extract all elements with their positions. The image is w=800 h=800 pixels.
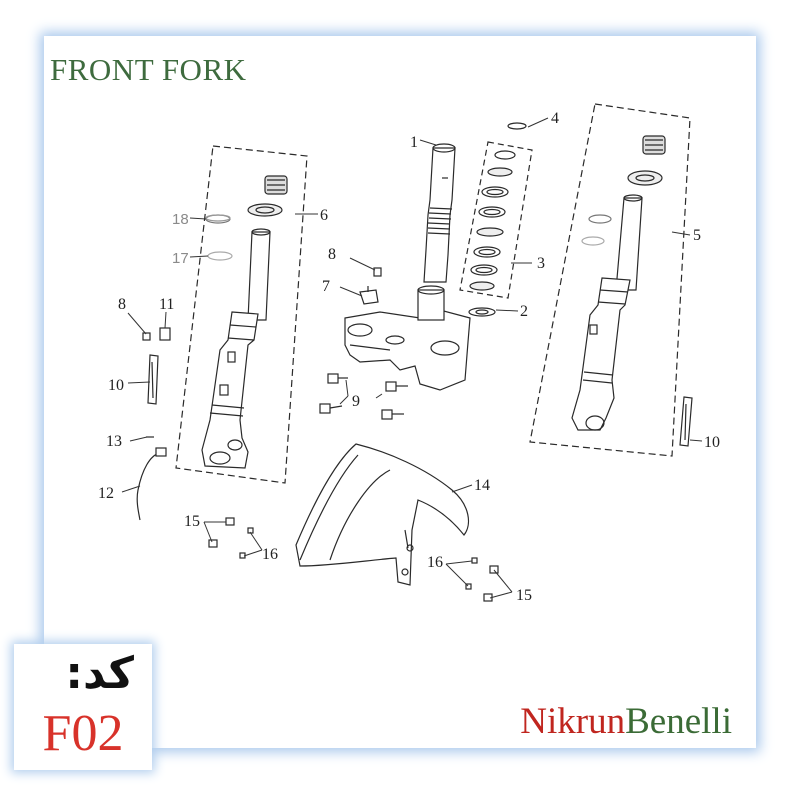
callout-13: 13 <box>106 433 122 450</box>
right-fork-seal <box>627 170 663 186</box>
right-ring-17 <box>581 236 605 246</box>
callout-15-left: 15 <box>184 513 200 530</box>
part-12-cable <box>136 447 167 521</box>
diagram-frame <box>44 36 756 748</box>
callout-8-left: 8 <box>118 296 126 313</box>
left-inner-tube <box>247 231 271 321</box>
steering-stem <box>423 143 456 283</box>
callout-10-right: 10 <box>704 434 720 451</box>
brand-part-2: Benelli <box>625 701 732 742</box>
page-title: FRONT FORK <box>50 52 247 87</box>
callout-3: 3 <box>537 255 545 272</box>
part-4-pin <box>507 122 527 130</box>
callout-11: 11 <box>159 296 174 313</box>
callout-1: 1 <box>410 134 418 151</box>
callout-8-center: 8 <box>328 246 336 263</box>
callout-4: 4 <box>551 110 559 127</box>
right-ring-18 <box>588 214 612 224</box>
left-fork-leg <box>175 145 308 484</box>
callout-18: 18 <box>172 211 189 228</box>
callout-9: 9 <box>352 393 360 410</box>
right-fork-dashed-box <box>529 103 691 457</box>
brand-part-1: Nikrun <box>520 701 626 742</box>
callout-10-left: 10 <box>108 377 124 394</box>
callout-14: 14 <box>474 477 490 494</box>
part-8-bolt-left <box>142 332 151 341</box>
leader-lines <box>121 117 703 599</box>
right-inner-tube <box>615 197 643 291</box>
part-11-clip <box>159 327 171 341</box>
right-fork-leg <box>529 103 691 457</box>
part-10-reflectors <box>147 354 693 447</box>
front-fender <box>295 443 470 586</box>
lower-triple-clamp <box>344 285 471 391</box>
callout-16-right: 16 <box>427 554 443 571</box>
callout-12: 12 <box>98 485 114 502</box>
left-ring-17 <box>207 251 233 261</box>
right-outer-slider <box>571 277 631 431</box>
left-fork-seal <box>247 203 283 217</box>
callout-numbers: 1 2 3 4 5 6 7 8 9 10 10 8 11 12 13 14 15… <box>98 110 720 604</box>
callout-2: 2 <box>520 303 528 320</box>
bearing-set <box>459 141 533 299</box>
part-2-washer <box>468 307 496 317</box>
brand-watermark: NikrunBenelli <box>520 700 732 743</box>
left-outer-slider <box>201 311 259 469</box>
part-9-bolts <box>319 373 408 420</box>
code-label: کد: <box>65 648 134 699</box>
callout-6: 6 <box>320 207 328 224</box>
part-8-bolt-center <box>373 267 382 277</box>
callout-5: 5 <box>693 227 701 244</box>
left-fork-dashed-box <box>175 145 308 484</box>
callout-16-left: 16 <box>262 546 278 563</box>
code-value: F02 <box>42 705 124 762</box>
part-7-bracket <box>359 286 379 305</box>
callout-15-right: 15 <box>516 587 532 604</box>
part-code-box: کد: F02 <box>14 644 152 770</box>
callout-7: 7 <box>322 278 330 295</box>
callout-17: 17 <box>172 250 189 267</box>
